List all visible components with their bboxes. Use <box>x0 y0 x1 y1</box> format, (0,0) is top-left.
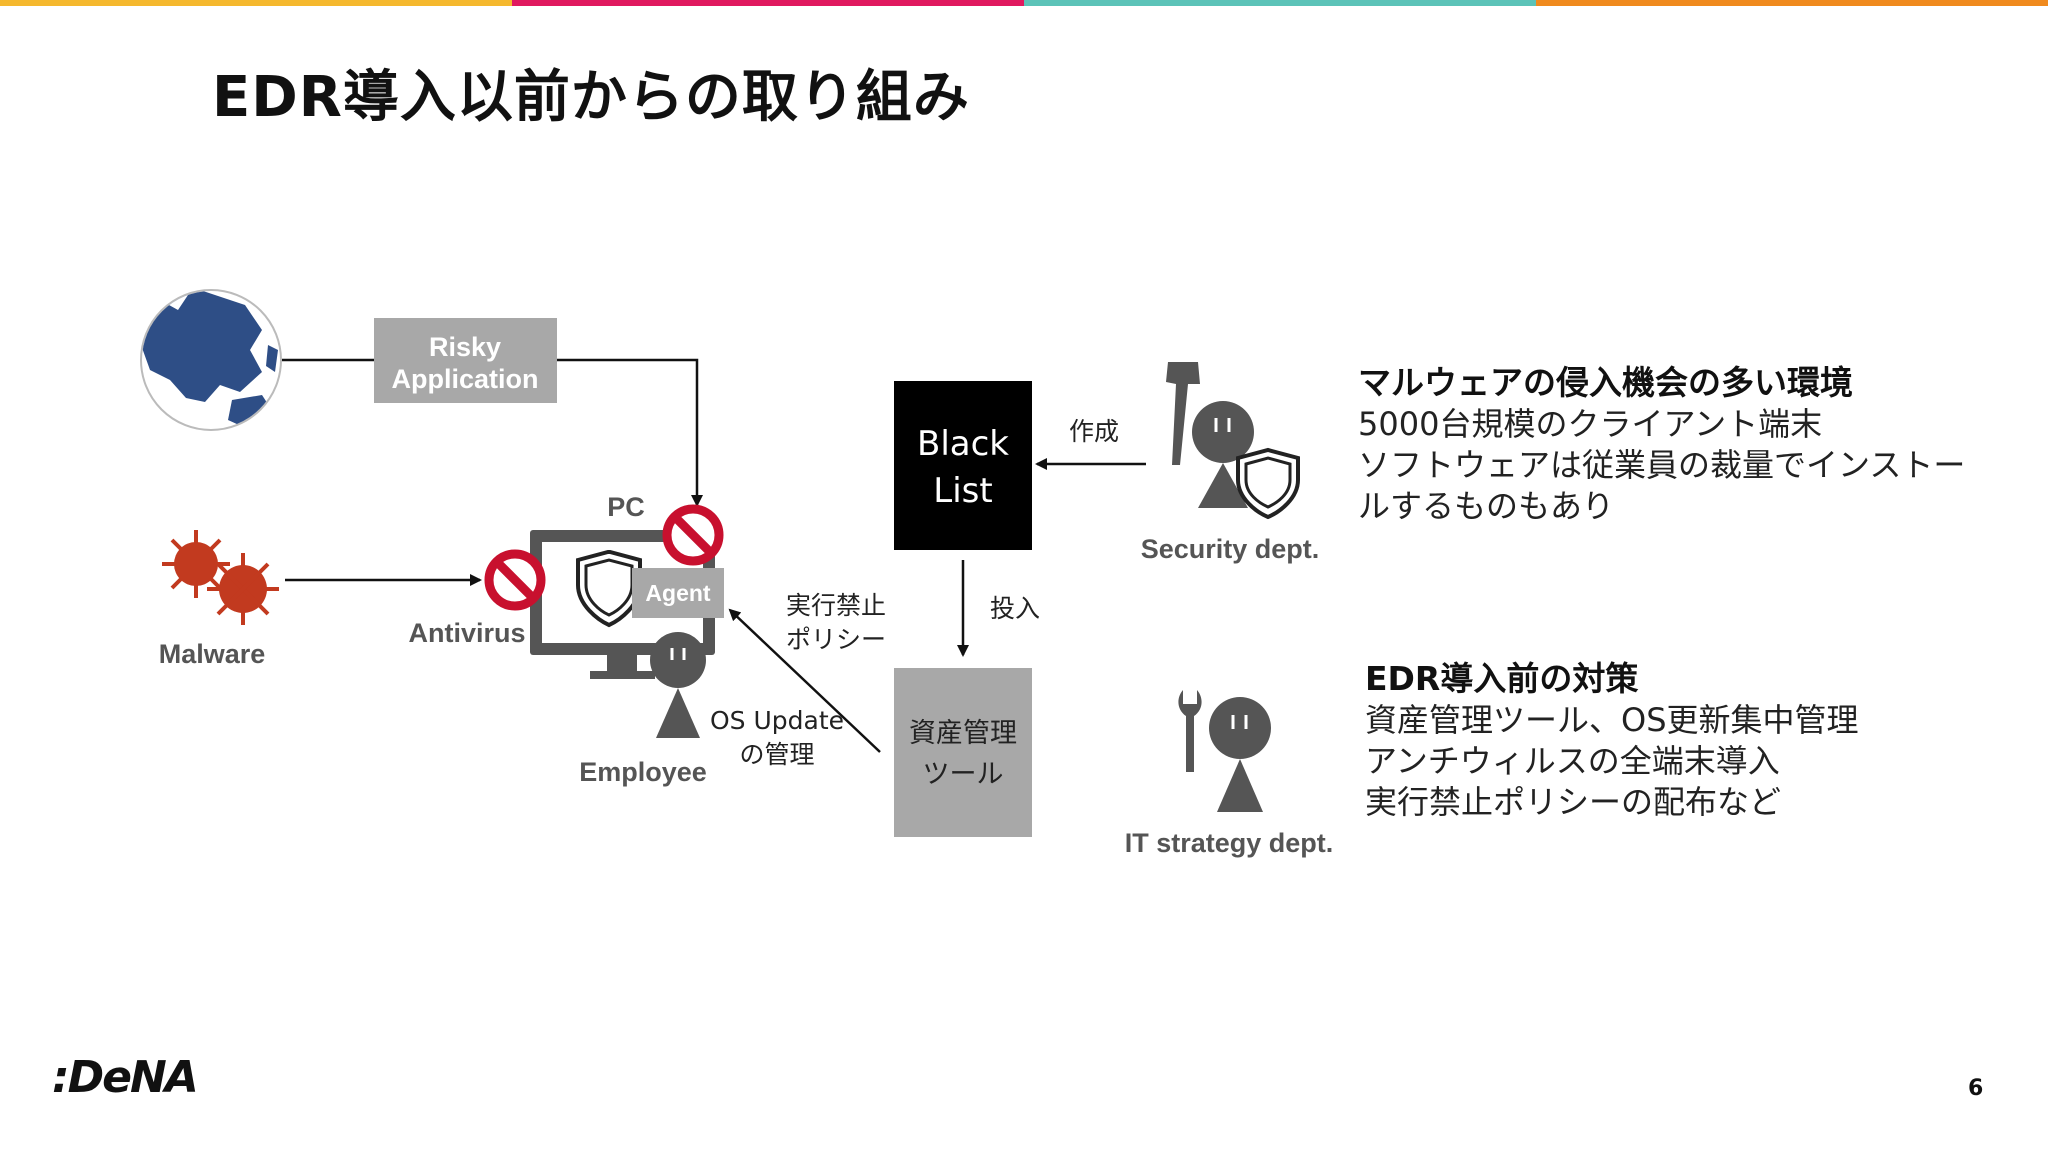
globe-icon <box>140 289 282 431</box>
arrow-asset-tool-pc <box>728 608 881 753</box>
panel-environment: マルウェアの侵入機会の多い環境 5000台規模のクライアント端末 ソフトウェアは… <box>1358 356 1965 527</box>
dena-logo: :DeNA <box>52 1052 199 1103</box>
os-update-label-2: の管理 <box>739 740 814 769</box>
panel-environment-heading: マルウェアの侵入機会の多い環境 <box>1358 363 1853 402</box>
it-dept-label: IT strategy dept. <box>1125 828 1334 858</box>
panel-measures-line: 資産管理ツール、OS更新集中管理 <box>1365 701 1859 739</box>
panel-measures-line: 実行禁止ポリシーの配布など <box>1365 783 1782 821</box>
create-label: 作成 <box>1069 417 1119 446</box>
shield-icon <box>576 550 642 628</box>
slide-title: EDR導入以前からの取り組み <box>212 65 970 130</box>
policy-label-1: 実行禁止 <box>786 591 886 620</box>
security-dept-label: Security dept. <box>1141 534 1320 564</box>
pc-label: PC <box>607 492 645 522</box>
accent-bar <box>0 0 2048 6</box>
malware-icon <box>162 530 279 625</box>
wrench-icon <box>1178 690 1202 772</box>
shield-icon <box>1236 447 1300 520</box>
person-icon <box>650 632 706 738</box>
antivirus-label: Antivirus <box>408 618 525 648</box>
prohibit-icon <box>484 549 546 611</box>
deploy-label: 投入 <box>990 594 1040 623</box>
policy-label-2: ポリシー <box>786 625 886 654</box>
agent-label: Agent <box>645 580 711 606</box>
connector-globe-pc <box>282 358 703 507</box>
prohibit-icon <box>662 504 724 566</box>
risky-application-label-2: Application <box>392 364 539 394</box>
panel-environment-line: 5000台規模のクライアント端末 <box>1358 405 1823 443</box>
agent-box: Agent <box>632 568 724 618</box>
panel-measures: EDR導入前の対策 資産管理ツール、OS更新集中管理 アンチウィルスの全端末導入… <box>1365 652 1859 823</box>
malware-label: Malware <box>159 639 266 669</box>
os-update-label-1: OS Update <box>710 706 844 735</box>
accent-bar-yellow <box>0 0 512 6</box>
accent-bar-orange <box>1536 0 2048 6</box>
panel-environment-line: ソフトウェアは従業員の裁量でインストー <box>1358 446 1966 484</box>
blacklist-box: Black List <box>894 381 1032 550</box>
panel-environment-line: ルするものもあり <box>1358 487 1615 525</box>
person-icon <box>1209 697 1271 812</box>
risky-application-box: Risky Application <box>374 318 557 403</box>
accent-bar-teal <box>1024 0 1536 6</box>
accent-bar-pink <box>512 0 1024 6</box>
asset-tool-box: 資産管理 ツール <box>894 668 1032 837</box>
person-icon <box>1192 401 1254 508</box>
asset-tool-label-2: ツール <box>923 759 1004 790</box>
employee-label: Employee <box>579 757 707 787</box>
page-number: 6 <box>1968 1076 1984 1101</box>
risky-application-label-1: Risky <box>429 332 501 362</box>
panel-measures-heading: EDR導入前の対策 <box>1365 659 1639 698</box>
panel-measures-line: アンチウィルスの全端末導入 <box>1365 742 1780 780</box>
asset-tool-label-1: 資産管理 <box>909 718 1017 749</box>
blacklist-label-1: Black <box>917 424 1009 464</box>
blacklist-label-2: List <box>933 471 992 511</box>
axe-icon <box>1166 362 1200 465</box>
